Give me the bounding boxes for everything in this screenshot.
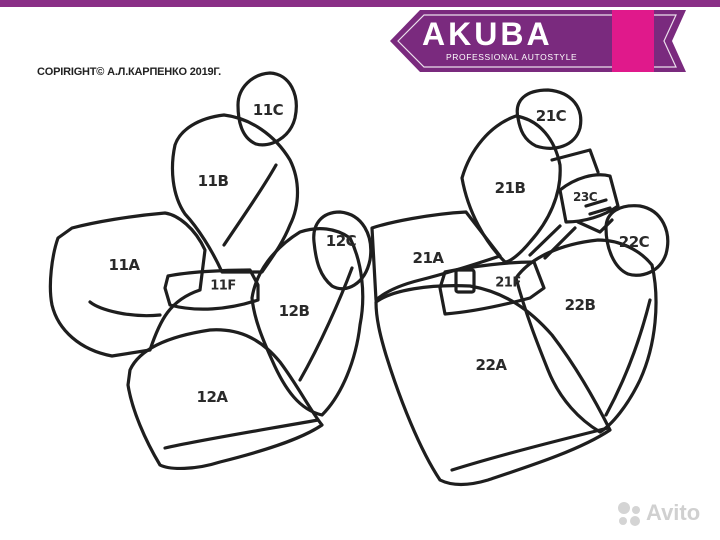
logo-title: AKUBA [422,16,553,52]
seat-part-21f-button [454,268,476,294]
copyright-text: COPIRIGHT© А.Л.КАРПЕНКО 2019Г. [37,66,221,78]
seat-part-11f-outline [163,268,260,311]
seat-part-22b-outline [514,238,658,434]
avito-watermark: Avito [646,500,701,525]
seat-part-11c-outline [236,71,298,147]
seat-part-21b-outline [460,114,562,264]
seat-part-22c-outline [604,204,670,277]
logo-subtitle: PROFESSIONAL AUTOSTYLE [446,52,578,62]
seat-part-12b-inner [298,266,354,382]
seat-part-12c-outline [312,210,373,291]
label-22a: 22A [475,356,507,374]
seat-part-12a-outline [126,328,324,470]
label-11b: 11B [197,172,229,190]
label-11f: 11F [210,278,236,294]
akuba-logo: AKUBA PROFESSIONAL AUTOSTYLE [390,10,696,72]
label-11a: 11A [108,256,140,274]
label-21a: 21A [412,249,444,267]
label-11c: 11C [252,101,284,119]
label-22c: 22C [618,233,650,251]
label-21b: 21B [494,179,526,197]
label-12b: 12B [278,302,310,320]
seat-part-11b-inner [222,163,278,247]
seat-part-21f-outline [438,260,546,316]
label-21f: 21F [495,275,521,291]
label-12a: 12A [196,388,228,406]
seat-part-23c-connector [550,148,614,234]
label-12c: 12C [325,232,357,250]
seat-part-22a-inner [450,426,610,472]
logo-banner-shape [390,10,686,72]
top-border [0,0,720,7]
seat-part-11b-outline [170,113,300,274]
seat-part-11a-outline [48,211,207,358]
seat-part-22a-outline [374,284,612,487]
seat-part-11a-inner [88,300,162,318]
label-21c: 21C [535,107,567,125]
seat-part-23c-strut [528,224,577,260]
label-23c: 23C [572,190,598,204]
seat-part-12b-outline [250,227,365,417]
avito-logo-icon [618,502,640,526]
seat-part-21c-outline [515,88,583,150]
seat-part-23c-inner [584,198,612,216]
seat-part-12a-inner [163,418,320,450]
label-22b: 22B [564,296,596,314]
seat-part-22b-inner [604,298,652,417]
